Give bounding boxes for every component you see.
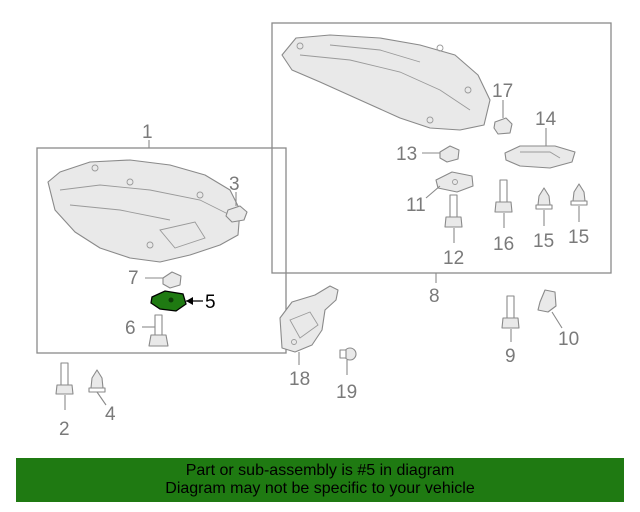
callout-7: 7 (128, 268, 139, 289)
callout-13: 13 (396, 144, 417, 165)
part-4-clip[interactable] (88, 369, 106, 393)
part-5-bracket-highlighted[interactable] (150, 290, 187, 312)
callout-1: 1 (142, 122, 153, 143)
part-11-bracket[interactable] (435, 171, 474, 193)
part-19-fastener[interactable] (339, 347, 357, 361)
callout-5: 5 (205, 292, 216, 313)
callout-3: 3 (229, 174, 240, 195)
callout-8: 8 (429, 286, 440, 307)
info-banner: Part or sub-assembly is #5 in diagram Di… (16, 458, 624, 502)
part-7-pin[interactable] (162, 271, 182, 289)
group-box-8 (271, 22, 612, 274)
part-14-panel[interactable] (504, 145, 576, 169)
callout-2: 2 (59, 419, 70, 440)
callout-19: 19 (336, 382, 357, 403)
banner-line-2: Diagram may not be specific to your vehi… (165, 480, 475, 497)
banner-line-1: Part or sub-assembly is #5 in diagram (185, 462, 455, 479)
part-8-rear-cover[interactable] (281, 34, 491, 131)
parts-diagram: 1 3 7 5 6 2 4 (36, 22, 612, 440)
callout-10: 10 (558, 329, 579, 350)
part-10-clip[interactable] (537, 289, 557, 313)
part-18-shield[interactable] (279, 285, 339, 353)
callout-14: 14 (535, 109, 557, 130)
group-box-1 (36, 147, 287, 354)
callout-11: 11 (406, 195, 426, 216)
callout-18: 18 (289, 369, 310, 390)
part-17-clip[interactable] (493, 117, 513, 135)
part-15-clip-b[interactable] (570, 183, 588, 206)
callout-4: 4 (105, 404, 116, 425)
part-6-bolt[interactable] (148, 314, 169, 347)
part-1-under-cover[interactable] (47, 159, 241, 263)
part-15-clip-a[interactable] (535, 187, 553, 210)
part-3-clip[interactable] (225, 205, 248, 223)
callout-9: 9 (505, 346, 516, 367)
callout-15a: 15 (533, 231, 554, 252)
part-12-bolt[interactable] (444, 194, 463, 228)
callout-15b: 15 (568, 227, 589, 248)
part-13-pin[interactable] (439, 145, 460, 163)
callout-16: 16 (493, 234, 514, 255)
callout-17: 17 (492, 81, 513, 102)
part-9-bolt[interactable] (501, 295, 520, 329)
part-2-bolt[interactable] (55, 362, 74, 395)
callout-12: 12 (443, 248, 464, 269)
part-16-bolt[interactable] (494, 179, 513, 213)
callout-6: 6 (125, 318, 136, 339)
